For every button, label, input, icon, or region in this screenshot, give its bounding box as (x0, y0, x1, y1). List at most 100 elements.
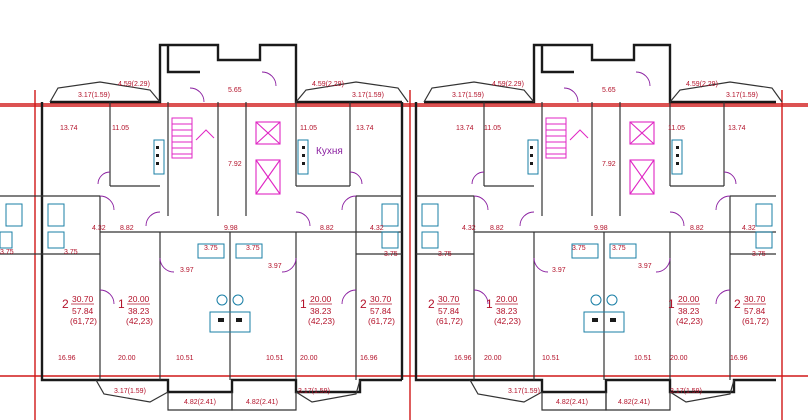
svg-text:38.23: 38.23 (678, 306, 700, 316)
flat-summary-2room: 2 30.70 57.84 (61,72) (734, 294, 769, 326)
svg-text:38.23: 38.23 (128, 306, 150, 316)
lobby-label: 9.98 (224, 225, 238, 232)
svg-text:30.70: 30.70 (744, 294, 766, 304)
svg-text:57.84: 57.84 (438, 306, 460, 316)
wc-label: 3.97 (180, 267, 194, 274)
area-labels: 3.17(1.59) 4.59(2.29) 4.59(2.29) 3.17(1.… (0, 81, 769, 406)
lift-symbol (255, 121, 281, 195)
balcony-top-label: 4.59(2.29) (492, 81, 524, 88)
stair-hall-label: 7.92 (228, 161, 242, 168)
stair-symbol (171, 117, 215, 159)
svg-text:1: 1 (118, 297, 125, 311)
kitchen-area-label: 13.74 (728, 125, 746, 132)
hall-label: 4.32 (92, 225, 106, 232)
kitchen-word-label: Кухня (316, 146, 343, 157)
corridor-label: 8.82 (120, 225, 134, 232)
svg-text:57.84: 57.84 (744, 306, 766, 316)
room-area-label: 10.51 (542, 355, 560, 362)
svg-text:(42,23): (42,23) (676, 316, 703, 326)
svg-text:57.84: 57.84 (72, 306, 94, 316)
svg-text:(61,72): (61,72) (742, 316, 769, 326)
flat-summary-1room: 1 20.00 38.23 (42,23) (118, 294, 153, 326)
room-area-label: 20.00 (670, 355, 688, 362)
kitchen-area-label: 13.74 (456, 125, 474, 132)
room-area-label: 16.96 (360, 355, 378, 362)
room-area-label: 10.51 (266, 355, 284, 362)
svg-text:(61,72): (61,72) (70, 316, 97, 326)
svg-text:(61,72): (61,72) (368, 316, 395, 326)
balcony-top-label: 3.17(1.59) (726, 92, 758, 99)
landing-label: 5.65 (228, 87, 242, 94)
room-area-label: 10.51 (176, 355, 194, 362)
svg-text:38.23: 38.23 (496, 306, 518, 316)
svg-text:1: 1 (300, 297, 307, 311)
balcony-bottom-label: 3.17(1.59) (114, 388, 146, 395)
wc-label: 3.97 (638, 263, 652, 270)
svg-text:2: 2 (428, 297, 435, 311)
room-area-label: 20.00 (118, 355, 136, 362)
balcony-bottom-label: 3.17(1.59) (508, 388, 540, 395)
balcony-bottom-label: 4.82(2.41) (618, 399, 650, 406)
svg-text:(42,23): (42,23) (494, 316, 521, 326)
room-area-label: 20.00 (484, 355, 502, 362)
balcony-bottom-label: 4.82(2.41) (184, 399, 216, 406)
bath-fixtures (47, 203, 399, 333)
flat-summary-2room: 2 30.70 57.84 (61,72) (428, 294, 463, 326)
room-area-label: 10.51 (634, 355, 652, 362)
flat-summary-1room: 1 20.00 38.23 (42,23) (486, 294, 521, 326)
kitchen-area-label: 13.74 (356, 125, 374, 132)
svg-text:1: 1 (486, 297, 493, 311)
room-area-label: 20.00 (300, 355, 318, 362)
bath-label: 3.75 (246, 245, 260, 252)
corridor-label: 8.82 (690, 225, 704, 232)
balcony-bottom-label: 4.82(2.41) (246, 399, 278, 406)
balcony-bottom-label: 4.82(2.41) (556, 399, 588, 406)
bath-label: 3.75 (612, 245, 626, 252)
flat-summary-2room: 2 30.70 57.84 (61,72) (360, 294, 395, 326)
kitchen-area-label: 11.05 (668, 125, 685, 132)
svg-text:(42,23): (42,23) (126, 316, 153, 326)
balcony-top-label: 4.59(2.29) (686, 81, 718, 88)
balcony-top-label: 4.59(2.29) (312, 81, 344, 88)
kitchen-area-label: 11.05 (300, 125, 317, 132)
svg-text:30.70: 30.70 (370, 294, 392, 304)
svg-text:1: 1 (668, 297, 675, 311)
svg-text:2: 2 (734, 297, 741, 311)
corridor-label: 8.82 (490, 225, 504, 232)
balcony-bottom-label: 3.17(1.59) (298, 388, 330, 395)
lobby-label: 9.98 (594, 225, 608, 232)
wc-label: 3.97 (552, 267, 566, 274)
balcony-top-label: 3.17(1.59) (78, 92, 110, 99)
room-area-label: 16.96 (730, 355, 748, 362)
kitchen-fixtures (153, 139, 309, 175)
balcony-top-label: 4.59(2.29) (118, 81, 150, 88)
flat-summary-1room: 1 20.00 38.23 (42,23) (300, 294, 335, 326)
corridor-label: 8.82 (320, 225, 334, 232)
kitchen-area-label: 11.05 (112, 125, 129, 132)
balcony-top-label: 3.17(1.59) (452, 92, 484, 99)
svg-text:2: 2 (360, 297, 367, 311)
svg-text:20.00: 20.00 (128, 294, 150, 304)
bath-label: 3.75 (204, 245, 218, 252)
flat-summary-2room: 2 30.70 57.84 (61,72) (62, 294, 97, 326)
stair-hall-label: 7.92 (602, 161, 616, 168)
svg-text:(42,23): (42,23) (308, 316, 335, 326)
bath-label: 3.75 (572, 245, 586, 252)
bath-label: 3.75 (64, 249, 78, 256)
balcony-top-label: 3.17(1.59) (352, 92, 384, 99)
grid-axes (0, 90, 808, 420)
landing-label: 5.65 (602, 87, 616, 94)
flat-summary-1room: 1 20.00 38.23 (42,23) (668, 294, 703, 326)
svg-text:2: 2 (62, 297, 69, 311)
svg-text:20.00: 20.00 (496, 294, 518, 304)
balcony-bottom-label: 3.17(1.59) (670, 388, 702, 395)
bath-label: 3.75 (438, 251, 452, 258)
door-swings (97, 71, 363, 305)
section-right (414, 43, 783, 411)
svg-text:57.84: 57.84 (370, 306, 392, 316)
svg-text:20.00: 20.00 (678, 294, 700, 304)
wc-label: 3.97 (268, 263, 282, 270)
bath-label: 3.75 (0, 249, 14, 256)
room-area-label: 16.96 (58, 355, 76, 362)
